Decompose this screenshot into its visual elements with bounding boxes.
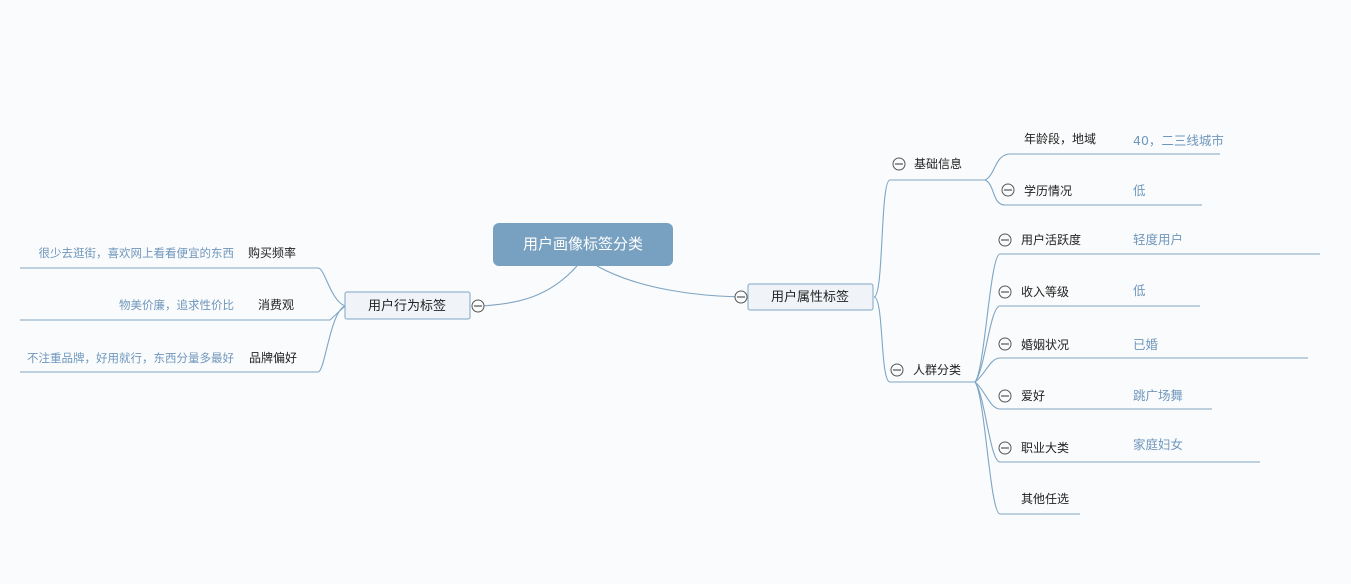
brand-preference-value: 不注重品牌，好用就行，东西分量多最好 <box>27 351 234 365</box>
activity-label: 用户活跃度 <box>1021 232 1081 247</box>
purchase-frequency-label: 购买频率 <box>248 245 296 260</box>
education-value: 低 <box>1133 183 1146 198</box>
behavior-tag-label: 用户行为标签 <box>368 298 446 314</box>
age-region-label: 年龄段，地域 <box>1024 131 1096 146</box>
income-value: 低 <box>1133 283 1146 298</box>
attribute-tag-label: 用户属性标签 <box>771 289 849 305</box>
root-node-box <box>493 223 673 266</box>
education-collapse-icon[interactable] <box>1001 183 1015 197</box>
marriage-collapse-icon[interactable] <box>998 337 1012 351</box>
root-node-label: 用户画像标签分类 <box>523 235 643 253</box>
behavior-collapse-icon[interactable] <box>471 299 485 313</box>
occupation-collapse-icon[interactable] <box>998 441 1012 455</box>
occupation-value: 家庭妇女 <box>1133 437 1183 452</box>
crowd-collapse-icon[interactable] <box>890 363 904 377</box>
income-label: 收入等级 <box>1021 285 1069 299</box>
age-region-value: 40，二三线城市 <box>1133 133 1224 148</box>
basic-info-collapse-icon[interactable] <box>892 157 906 171</box>
consumption-view-value: 物美价廉，追求性价比 <box>119 298 234 312</box>
hobby-label: 爱好 <box>1021 389 1045 403</box>
connector-lines <box>20 153 1320 515</box>
purchase-frequency-value: 很少去逛街，喜欢网上看看便宜的东西 <box>39 246 235 260</box>
behavior-tag-box <box>344 291 471 320</box>
activity-value: 轻度用户 <box>1133 232 1183 247</box>
education-label: 学历情况 <box>1024 183 1072 198</box>
hobby-collapse-icon[interactable] <box>998 389 1012 403</box>
attribute-tag-box <box>747 283 874 311</box>
marriage-value: 已婚 <box>1133 337 1159 352</box>
attribute-collapse-icon[interactable] <box>734 290 748 304</box>
attribute-tag-node[interactable]: 用户属性标签 <box>747 283 874 311</box>
brand-preference-label: 品牌偏好 <box>249 350 297 365</box>
basic-info-label: 基础信息 <box>914 156 962 171</box>
other-label: 其他任选 <box>1021 492 1069 506</box>
income-collapse-icon[interactable] <box>998 285 1012 299</box>
occupation-label: 职业大类 <box>1021 441 1069 455</box>
crowd-category-label: 人群分类 <box>913 363 961 377</box>
behavior-tag-node[interactable]: 用户行为标签 <box>344 291 471 320</box>
activity-collapse-icon[interactable] <box>998 233 1012 247</box>
marriage-label: 婚姻状况 <box>1021 337 1069 352</box>
consumption-view-label: 消费观 <box>258 298 294 312</box>
root-node[interactable]: 用户画像标签分类 <box>493 223 673 266</box>
hobby-value: 跳广场舞 <box>1133 388 1183 403</box>
